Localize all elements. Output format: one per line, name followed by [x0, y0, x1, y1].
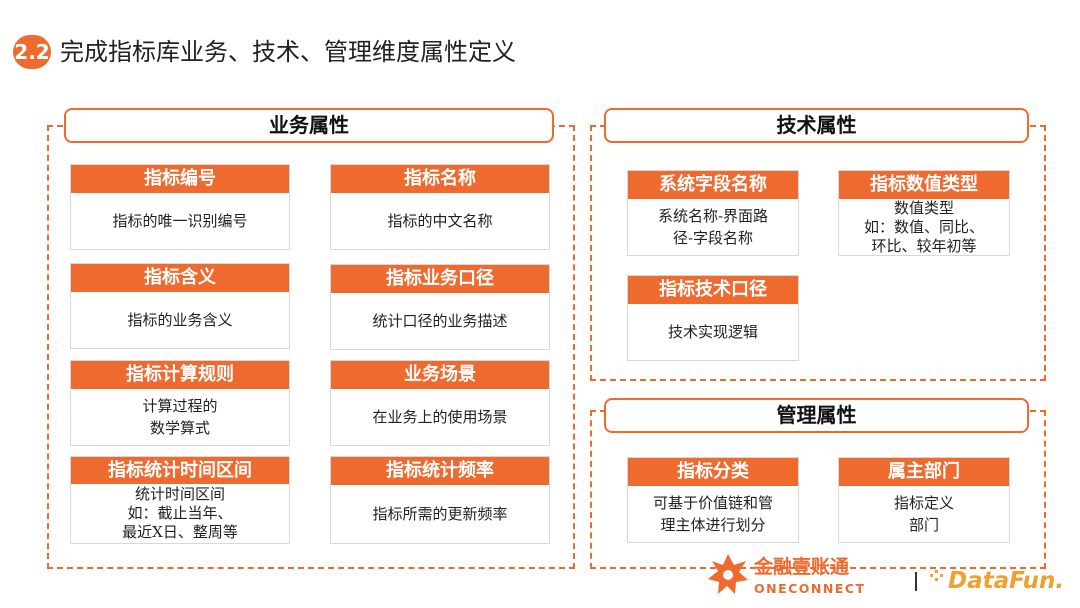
technical-attributes-header: 技术属性 — [604, 108, 1029, 143]
oneconnect-logo-cn: 金融壹账通 — [753, 555, 850, 578]
page-title: 完成指标库业务、技术、管理维度属性定义 — [60, 38, 516, 66]
card-description: 指标定义 部门 — [893, 494, 954, 534]
card-metric-meaning: 指标含义 指标的业务含义 — [70, 263, 290, 349]
datafun-mark-icon — [930, 570, 943, 581]
card-calculation-rule: 指标计算规则 计算过程的 数学算式 — [70, 360, 290, 446]
card-title: 属主部门 — [839, 458, 1009, 486]
card-description: 统计口径的业务描述 — [372, 312, 508, 330]
card-description: 指标所需的更新频率 — [372, 505, 508, 523]
business-attributes-header: 业务属性 — [64, 108, 554, 143]
oneconnect-logo: 金融壹账通 ONECONNECT — [708, 554, 866, 596]
card-description: 统计时间区间 如：截止当年、 最近X日、整周等 — [122, 485, 238, 541]
card-title: 指标技术口径 — [628, 276, 798, 304]
card-technical-caliber: 指标技术口径 技术实现逻辑 — [627, 275, 799, 361]
card-business-caliber: 指标业务口径 统计口径的业务描述 — [330, 264, 550, 350]
card-title: 指标编号 — [71, 165, 289, 193]
card-owner-department: 属主部门 指标定义 部门 — [838, 457, 1010, 543]
management-attributes-header: 管理属性 — [604, 398, 1029, 433]
card-title: 系统字段名称 — [628, 171, 798, 199]
card-metric-id: 指标编号 指标的唯一识别编号 — [70, 164, 290, 250]
card-metric-category: 指标分类 可基于价值链和管 理主体进行划分 — [627, 457, 799, 543]
datafun-logo-text: DataFun. — [948, 568, 1064, 594]
card-title: 指标含义 — [71, 264, 289, 292]
card-description: 数值类型 如：数值、同比、 环比、较年初等 — [863, 198, 984, 255]
card-description: 指标的中文名称 — [387, 212, 493, 230]
card-title: 指标统计时间区间 — [71, 457, 289, 484]
card-title: 指标数值类型 — [839, 171, 1009, 199]
section-number-badge: 2.2 — [13, 35, 51, 69]
card-description: 指标的唯一识别编号 — [112, 212, 248, 230]
card-description: 系统名称-界面路 径-字段名称 — [657, 207, 769, 247]
card-metric-name: 指标名称 指标的中文名称 — [330, 164, 550, 250]
card-business-scenario: 业务场景 在业务上的使用场景 — [330, 360, 550, 446]
card-description: 在业务上的使用场景 — [372, 408, 508, 426]
oneconnect-logo-en: ONECONNECT — [754, 581, 866, 596]
card-description: 可基于价值链和管 理主体进行划分 — [652, 494, 773, 534]
card-description: 技术实现逻辑 — [667, 323, 758, 341]
card-title: 指标名称 — [331, 165, 549, 193]
card-title: 业务场景 — [331, 361, 549, 389]
card-system-field-name: 系统字段名称 系统名称-界面路 径-字段名称 — [627, 170, 799, 256]
card-value-type: 指标数值类型 数值类型 如：数值、同比、 环比、较年初等 — [838, 170, 1010, 256]
card-description: 指标的业务含义 — [127, 311, 233, 329]
card-title: 指标统计频率 — [331, 457, 549, 485]
oneconnect-emblem-icon — [708, 554, 748, 594]
card-title: 指标计算规则 — [71, 361, 289, 389]
card-time-interval: 指标统计时间区间 统计时间区间 如：截止当年、 最近X日、整周等 — [70, 456, 290, 544]
card-statistic-frequency: 指标统计频率 指标所需的更新频率 — [330, 456, 550, 544]
datafun-logo: DataFun. — [930, 568, 1064, 594]
card-title: 指标分类 — [628, 458, 798, 486]
card-description: 计算过程的 数学算式 — [142, 397, 218, 437]
card-title: 指标业务口径 — [331, 265, 549, 293]
logo-divider — [915, 572, 917, 591]
